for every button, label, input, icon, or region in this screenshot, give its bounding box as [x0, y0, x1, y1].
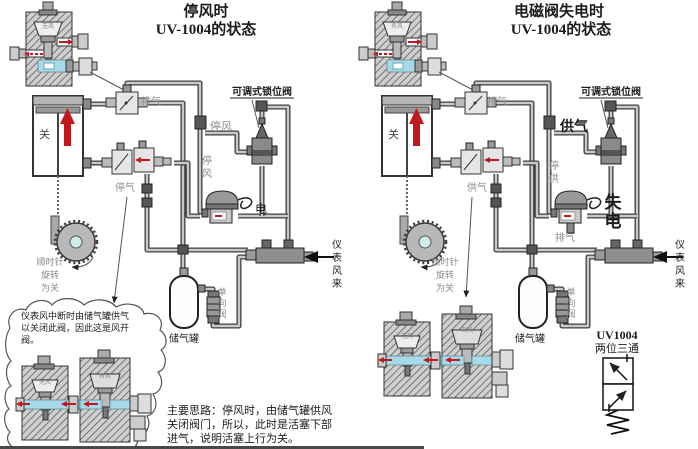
instrument-air-label-4: 来 — [332, 278, 342, 290]
exhaust-label: 排气 — [141, 95, 161, 108]
panel-left: 停风时 UV-1004的状态 可调式锁位阀 排气 停气 停风 停 风 电 关 顺… — [4, 1, 342, 449]
check-valve-label-2: 向 — [566, 297, 575, 308]
instrument-air-label-4: 来 — [675, 278, 685, 290]
vertical-pipe-label-2: 风 — [202, 168, 212, 180]
solenoid-exhaust-stub — [566, 222, 575, 234]
solenoid-cable — [237, 197, 253, 210]
handwheel — [50, 215, 99, 271]
wheel-caption-3: 为关 — [41, 282, 59, 293]
check-valve-label-1: 单 — [566, 286, 575, 297]
check-valve — [206, 290, 221, 324]
cloud-note-line-1: 仪表风中断时由储气罐供气 — [21, 310, 129, 321]
leader-to-detail — [463, 196, 473, 298]
valve-block-tag: 有风 — [391, 22, 403, 30]
vertical-pipe-label-2: 供 — [549, 172, 559, 185]
wheel-caption-3: 为关 — [436, 282, 454, 293]
detail-valve-pair — [377, 305, 514, 399]
air-tank — [169, 267, 206, 329]
lock-valve-label: 可调式锁位阀 — [581, 85, 641, 98]
exhaust-label: 排气 — [487, 95, 507, 108]
solenoid-label-1: 失 — [605, 192, 623, 212]
uv-symbol-title: UV1004 — [596, 328, 637, 342]
valve-cross-section-block — [9, 1, 125, 91]
cloud-note-line-2: 以关闭此阀，因此这是风开 — [21, 322, 129, 333]
solenoid-label-2: 电 — [605, 211, 622, 231]
uv-symbol-subtitle: 两位三通 — [595, 341, 639, 355]
title-line-2: UV-1004的状态 — [511, 20, 612, 38]
check-valve-label-3: 阀 — [566, 309, 575, 319]
lock-valve — [230, 97, 294, 165]
title-line-2: UV-1004的状态 — [156, 20, 257, 38]
instrument-air-label-2: 表 — [675, 251, 685, 264]
instrument-air-label-2: 表 — [332, 251, 342, 264]
solenoid-exhaust-label: 排气 — [555, 231, 575, 244]
spring-symbol — [604, 409, 630, 435]
cylinder-state-label: 关 — [388, 127, 399, 141]
actuator-cylinder — [32, 95, 92, 228]
panel-right: 电磁阀失电时 UV-1004的状态 可调式锁位阀 排气 供气 供气 停 供 失 … — [359, 2, 685, 435]
instrument-air-label-3: 风 — [332, 265, 342, 277]
instrument-air-label-1: 仪 — [675, 239, 685, 251]
wheel-caption-1: 顺时针 — [431, 256, 458, 267]
relay-valve-bottom — [101, 140, 172, 175]
check-valve-label-1: 单 — [217, 286, 226, 297]
pipe-label: 停风 — [210, 119, 232, 133]
relay-valve-top — [105, 84, 148, 115]
pair-valve-tag-right: 有风 — [99, 372, 111, 380]
uv1004-valve-symbol — [602, 354, 634, 435]
supply-air-label: 供气 — [467, 181, 487, 194]
manifold-tee — [245, 239, 314, 264]
bottom-edge-strip — [0, 446, 424, 449]
pipe-fittings — [141, 100, 268, 255]
pair-valve-tag-left: 无风 — [401, 333, 413, 340]
pair-valve-tag-left: 无风 — [39, 379, 51, 386]
piston-up-arrow — [60, 108, 75, 146]
pipe-label: 供气 — [559, 118, 588, 135]
schematic-geometry — [359, 2, 683, 328]
cloud-note — [4, 298, 167, 449]
tank-label: 储气罐 — [515, 332, 545, 345]
title-line-1: 停风时 — [183, 2, 228, 20]
wheel-caption-2: 旋转 — [41, 269, 59, 280]
pair-valve-tag-right: 有风 — [461, 326, 473, 334]
rotation-arrow — [71, 256, 94, 271]
title-line-1: 电磁阀失电时 — [514, 2, 604, 20]
instrument-air-label-3: 风 — [675, 265, 685, 277]
instrument-air-arrow — [304, 251, 334, 263]
check-valve-label-2: 向 — [217, 297, 226, 308]
cloud-note-line-3: 阀。 — [21, 335, 39, 345]
tank-label: 储气罐 — [169, 332, 199, 345]
main-idea-line-2: 关闭阀门，所以，此时是活塞下部 — [167, 417, 332, 431]
wheel-caption-1: 顺时针 — [36, 256, 63, 267]
solenoid-label: 电 — [255, 202, 267, 216]
leader-to-cloud — [111, 196, 128, 304]
check-valve-label-3: 阀 — [217, 309, 226, 319]
main-idea-line-3: 进气，说明活塞上行为关。 — [167, 431, 299, 445]
solenoid-valve — [201, 190, 253, 224]
lock-valve-label: 可调式锁位阀 — [232, 85, 292, 98]
vertical-pipe-label-1: 停 — [549, 159, 559, 172]
instrument-air-label-1: 仪 — [332, 239, 342, 251]
schematic-geometry — [9, 1, 334, 329]
valve-block-tag: 无风 — [42, 23, 54, 30]
cylinder-state-label: 关 — [39, 127, 50, 141]
main-idea-line-1: 主要思路：停风时，由储气罐供风 — [167, 403, 332, 417]
wheel-caption-2: 旋转 — [436, 269, 454, 280]
stop-air-label: 停气 — [115, 181, 135, 194]
vertical-pipe-label-1: 停 — [202, 154, 212, 167]
